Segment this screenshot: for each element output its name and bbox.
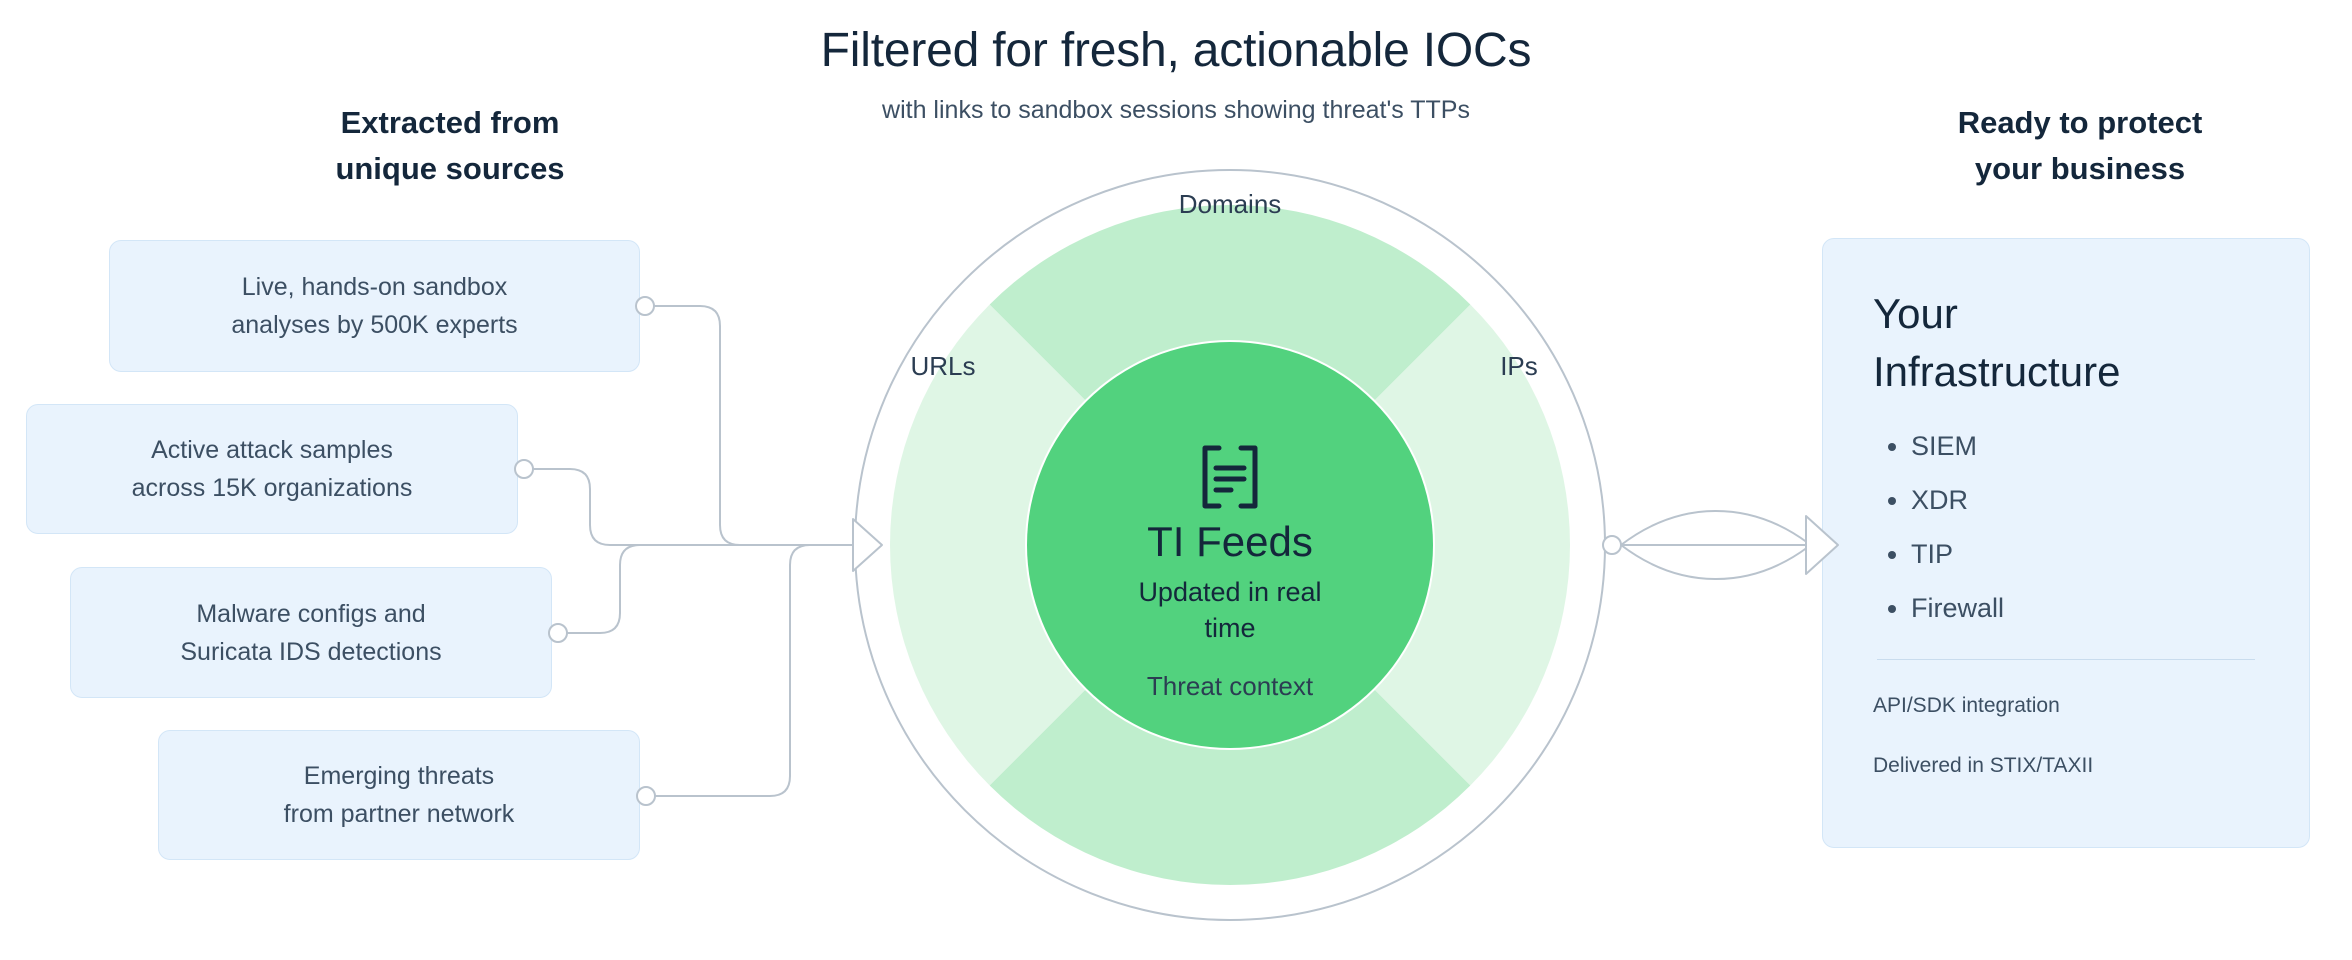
connector-card-4 <box>652 544 855 797</box>
source-card-3[interactable]: Malware configs and Suricata IDS detecti… <box>70 567 552 698</box>
list-item: TIP <box>1911 527 2259 581</box>
infrastructure-title: Your Infrastructure <box>1873 285 2259 401</box>
integration-note: API/SDK integration <box>1873 694 2060 717</box>
list-item: XDR <box>1911 473 2259 527</box>
source-card-3-line1: Malware configs and <box>196 599 426 628</box>
divider <box>1877 659 2255 660</box>
right-column-heading: Ready to protect your business <box>1860 100 2300 192</box>
core-title: TI Feeds <box>1147 518 1313 565</box>
source-card-2-line1: Active attack samples <box>151 436 393 464</box>
page-subtitle: with links to sandbox sessions showing t… <box>882 96 1470 124</box>
ring-label-threat-context: Threat context <box>1146 671 1314 701</box>
feed-brackets-icon <box>1199 444 1261 510</box>
source-card-1[interactable]: Live, hands-on sandbox analyses by 500K … <box>109 240 640 372</box>
source-card-1-line1: Live, hands-on sandbox <box>241 273 508 301</box>
ti-feeds-rings <box>840 155 1620 935</box>
left-column-heading-line1: Extracted from <box>340 105 560 140</box>
connector-card-2 <box>530 468 855 546</box>
source-card-4[interactable]: Emerging threats from partner network <box>158 730 640 860</box>
connector-out-lower <box>1620 544 1809 580</box>
source-card-1-line2: analyses by 500K experts <box>231 311 518 339</box>
left-column-heading-line2: unique sources <box>335 151 565 186</box>
ring-label-urls: URLs <box>910 351 976 381</box>
right-column-heading-line2: your business <box>1974 151 2186 186</box>
list-item: SIEM <box>1911 419 2259 473</box>
ring-label-domains: Domains <box>1178 189 1282 219</box>
infrastructure-list: SIEM XDR TIP Firewall <box>1877 419 2259 635</box>
connector-card-3 <box>564 544 855 634</box>
core-content: TI Feeds Updated in real time <box>1095 410 1365 680</box>
core-circle[interactable] <box>1027 342 1433 748</box>
list-item: Firewall <box>1911 581 2259 635</box>
source-card-4-line2: from partner network <box>283 800 515 828</box>
infrastructure-panel[interactable]: Your Infrastructure SIEM XDR TIP Firewal… <box>1822 238 2310 848</box>
connector-out-upper <box>1620 510 1809 546</box>
left-column-heading: Extracted from unique sources <box>140 100 760 192</box>
right-column-heading-line1: Ready to protect <box>1957 105 2203 140</box>
source-card-4-line1: Emerging threats <box>303 762 495 790</box>
ring-label-ips: IPs <box>1500 351 1538 381</box>
ti-feeds-diagram: Domains IPs Threat context URLs TI Feeds… <box>840 155 1620 935</box>
infrastructure-title-line1: Your <box>1873 290 1958 337</box>
core-subtitle: Updated in real time <box>1138 577 1322 643</box>
connector-card-1 <box>651 305 855 546</box>
delivery-note: Delivered in STIX/TAXII <box>1873 754 2094 777</box>
source-card-2-line2: across 15K organizations <box>131 474 413 502</box>
infrastructure-title-line2: Infrastructure <box>1873 348 2121 395</box>
page-title: Filtered for fresh, actionable IOCs <box>820 24 1532 77</box>
source-card-2[interactable]: Active attack samples across 15K organiz… <box>26 404 518 534</box>
source-card-3-line2: Suricata IDS detections <box>180 637 442 666</box>
